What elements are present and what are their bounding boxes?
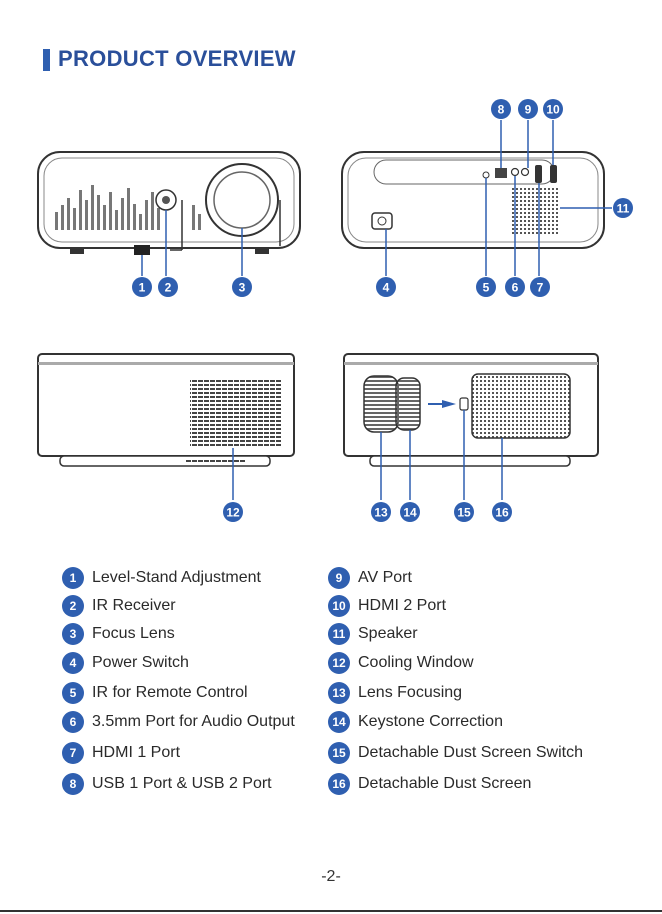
callout-3: 3 xyxy=(239,281,246,295)
callout-11: 11 xyxy=(617,202,630,216)
callout-7: 7 xyxy=(537,281,544,295)
legend-label: Speaker xyxy=(358,625,418,642)
callout-1: 1 xyxy=(139,281,146,295)
product-diagram: 1 2 3 4 5 6 7 8 9 10 11 12 13 14 15 16 xyxy=(37,99,633,522)
callout-badges: 1 2 3 4 5 6 7 8 9 10 11 12 13 14 15 16 xyxy=(132,99,633,522)
legend-item-1: 1 Level-Stand Adjustment xyxy=(62,566,261,590)
callout-16: 16 xyxy=(495,506,509,520)
legend-badge: 6 xyxy=(62,711,84,733)
callout-14: 14 xyxy=(403,506,417,520)
callout-9: 9 xyxy=(525,103,532,117)
legend-label: Cooling Window xyxy=(358,654,474,671)
legend-item-14: 14 Keystone Correction xyxy=(328,710,503,734)
callout-leaders xyxy=(141,120,612,500)
callout-10: 10 xyxy=(546,103,560,117)
legend-label: IR for Remote Control xyxy=(92,684,248,701)
callout-12: 12 xyxy=(226,506,240,520)
back-view xyxy=(341,151,605,249)
legend-badge: 4 xyxy=(62,652,84,674)
side-view xyxy=(343,353,599,467)
callout-8: 8 xyxy=(498,103,505,117)
page-title: PRODUCT OVERVIEW xyxy=(58,46,296,71)
callout-4: 4 xyxy=(383,281,390,295)
legend-badge: 14 xyxy=(328,711,350,733)
legend-label: 3.5mm Port for Audio Output xyxy=(92,713,295,730)
legend-badge: 11 xyxy=(328,623,350,645)
legend-label: Power Switch xyxy=(92,654,189,671)
title-accent-bar xyxy=(43,49,50,71)
legend-label: Keystone Correction xyxy=(358,713,503,730)
legend-item-9: 9 AV Port xyxy=(328,566,412,590)
legend-label: Detachable Dust Screen Switch xyxy=(358,744,583,761)
legend-item-3: 3 Focus Lens xyxy=(62,622,175,646)
legend-badge: 12 xyxy=(328,652,350,674)
callout-15: 15 xyxy=(457,506,471,520)
legend-item-6: 6 3.5mm Port for Audio Output xyxy=(62,710,295,734)
legend-label: Level-Stand Adjustment xyxy=(92,569,261,586)
legend-item-11: 11 Speaker xyxy=(328,622,418,646)
legend-item-8: 8 USB 1 Port & USB 2 Port xyxy=(62,772,272,796)
front-view xyxy=(37,151,301,255)
legend-item-10: 10 HDMI 2 Port xyxy=(328,594,446,618)
legend-item-5: 5 IR for Remote Control xyxy=(62,681,248,705)
callout-2: 2 xyxy=(165,281,172,295)
legend-badge: 8 xyxy=(62,773,84,795)
legend-badge: 7 xyxy=(62,742,84,764)
legend-badge: 13 xyxy=(328,682,350,704)
legend-badge: 10 xyxy=(328,595,350,617)
legend-label: HDMI 2 Port xyxy=(358,597,447,614)
legend-item-15: 15 Detachable Dust Screen Switch xyxy=(328,741,583,765)
legend-label: USB 1 Port & USB 2 Port xyxy=(92,775,272,792)
legend-label: Lens Focusing xyxy=(358,684,463,701)
callout-13: 13 xyxy=(374,506,388,520)
bottom-rule xyxy=(0,910,662,912)
legend-badge: 15 xyxy=(328,742,350,764)
legend-label: IR Receiver xyxy=(92,597,176,614)
legend-badge: 1 xyxy=(62,567,84,589)
legend-label: AV Port xyxy=(358,569,412,586)
legend-badge: 16 xyxy=(328,773,350,795)
page-number: -2- xyxy=(321,868,341,885)
legend-label: Focus Lens xyxy=(92,625,175,642)
legend-item-7: 7 HDMI 1 Port xyxy=(62,741,180,765)
legend-item-13: 13 Lens Focusing xyxy=(328,681,462,705)
legend-badge: 5 xyxy=(62,682,84,704)
legend-badge: 3 xyxy=(62,623,84,645)
legend-item-4: 4 Power Switch xyxy=(62,651,189,675)
legend-label: HDMI 1 Port xyxy=(92,744,181,761)
legend-badge: 9 xyxy=(328,567,350,589)
callout-6: 6 xyxy=(512,281,519,295)
legend-item-2: 2 IR Receiver xyxy=(62,594,176,618)
legend-item-16: 16 Detachable Dust Screen xyxy=(328,772,531,796)
legend-label: Detachable Dust Screen xyxy=(358,775,532,792)
legend-item-12: 12 Cooling Window xyxy=(328,651,474,675)
legend-badge: 2 xyxy=(62,595,84,617)
callout-5: 5 xyxy=(483,281,490,295)
top-view xyxy=(37,353,295,467)
